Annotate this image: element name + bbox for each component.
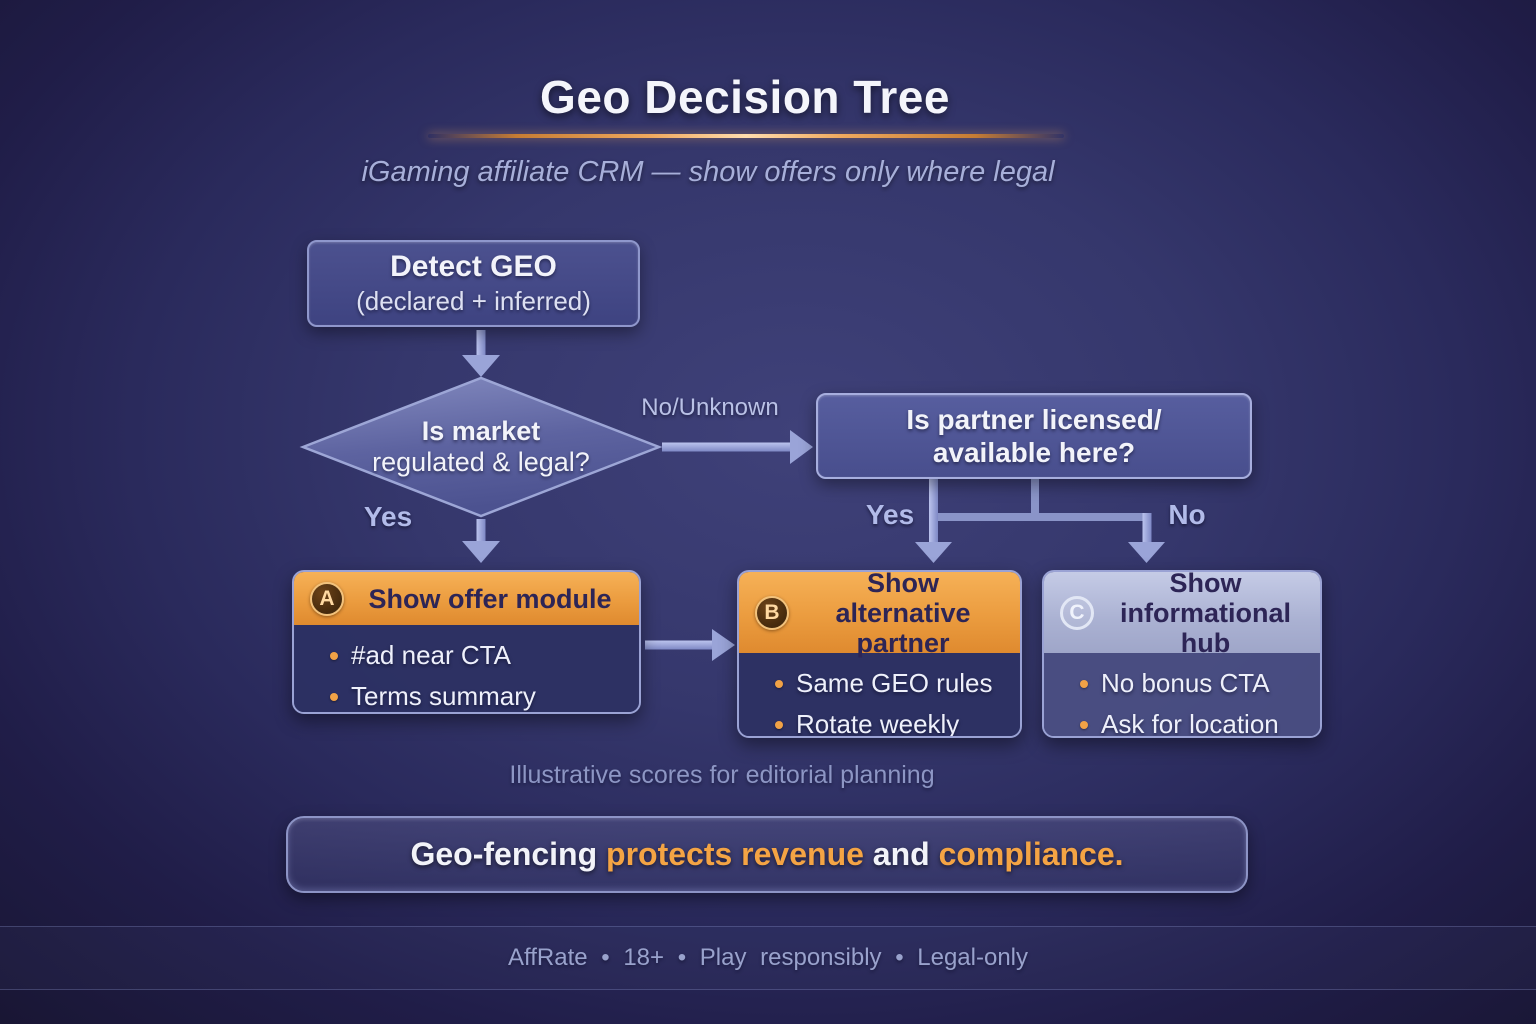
bullet-dot-icon [775,679,783,688]
card-c-bullet-2: Ask for location [1044,704,1320,738]
badge-c: C [1060,595,1094,630]
card-a-title: Show offer module [368,583,612,614]
card-c-title: Show informational hub [1119,570,1291,658]
card-c-header: C Show informational hub [1044,572,1320,658]
badge-b: B [755,595,789,630]
outcome-card-show-informational-hub: C Show informational hub No bonus CTA As… [1042,570,1322,738]
market-decision-line1: Is market [421,416,541,446]
node-partner-decision: Is partner licensed/ available here? [816,393,1252,479]
bullet-dot-icon [1080,720,1088,729]
edge-label-market-no: No/Unknown [641,394,779,421]
node-market-decision: Is market regulated & legal? [333,392,629,502]
card-c-bullet-1: No bonus CTA [1044,663,1320,704]
card-b-header: B Show alternative partner [739,572,1020,658]
key-message-banner: Geo-fencing protects revenue and complia… [286,816,1248,893]
editorial-note: Illustrative scores for editorial planni… [509,761,935,789]
bullet-dot-icon [330,692,338,701]
key-message-text: Geo-fencing protects revenue and complia… [410,836,1123,873]
banner-segment-3: and [863,836,939,872]
arrow-market-to-partner [662,430,813,464]
card-b-body: Same GEO rules Rotate weekly [739,653,1020,738]
card-a-bullet-2-text: Terms summary [351,681,536,711]
card-b-bullet-2-text: Rotate weekly [796,709,960,738]
partner-decision-line1: Is partner licensed/ [906,404,1162,435]
card-b-bullet-2: Rotate weekly [739,704,1020,738]
arrow-market-to-offer [462,519,500,563]
arrow-detect-to-market [462,330,500,377]
detect-geo-title: Detect GEO [390,250,557,283]
footer-band: AffRate • 18+ • Play responsibly • Legal… [0,926,1536,990]
banner-segment-2: protects revenue [606,836,864,872]
card-b-title: Show alternative partner [835,570,971,658]
bullet-dot-icon [1080,679,1088,688]
partner-decision-line2: available here? [932,437,1136,468]
card-a-header: A Show offer module [294,572,639,625]
arrow-offer-to-alternative [645,629,735,661]
card-c-body: No bonus CTA Ask for location [1044,653,1320,738]
card-a-bullet-1-text: #ad near CTA [351,640,511,670]
badge-a: A [310,581,344,616]
card-a-body: #ad near CTA Terms summary [294,625,639,712]
market-decision-line2: regulated & legal? [372,447,590,477]
outcome-card-show-alternative-partner: B Show alternative partner Same GEO rule… [737,570,1022,738]
page-title: Geo Decision Tree [540,71,950,123]
outcome-card-show-offer-module: A Show offer module #ad near CTA Terms s… [292,570,641,714]
page-subtitle: iGaming affiliate CRM — show offers only… [361,156,1055,188]
card-c-bullet-1-text: No bonus CTA [1101,668,1270,698]
branch-partner-yes-no [915,478,1165,563]
edge-label-partner-yes: Yes [865,499,915,530]
bullet-dot-icon [775,720,783,729]
bullet-dot-icon [330,651,338,660]
banner-segment-1: Geo-fencing [410,836,607,872]
node-detect-geo: Detect GEO (declared + inferred) [307,240,640,327]
card-a-bullet-2: Terms summary [294,676,639,712]
edge-label-market-yes: Yes [363,501,413,532]
title-divider [428,134,1064,138]
detect-geo-subtitle: (declared + inferred) [356,286,591,316]
footer-text: AffRate • 18+ • Play responsibly • Legal… [507,944,1029,971]
card-a-bullet-1: #ad near CTA [294,635,639,676]
card-c-bullet-2-text: Ask for location [1101,709,1279,738]
card-b-bullet-1-text: Same GEO rules [796,668,993,698]
card-b-bullet-1: Same GEO rules [739,663,1020,704]
banner-segment-4: compliance. [938,836,1124,872]
edge-label-partner-no: No [1168,499,1206,530]
